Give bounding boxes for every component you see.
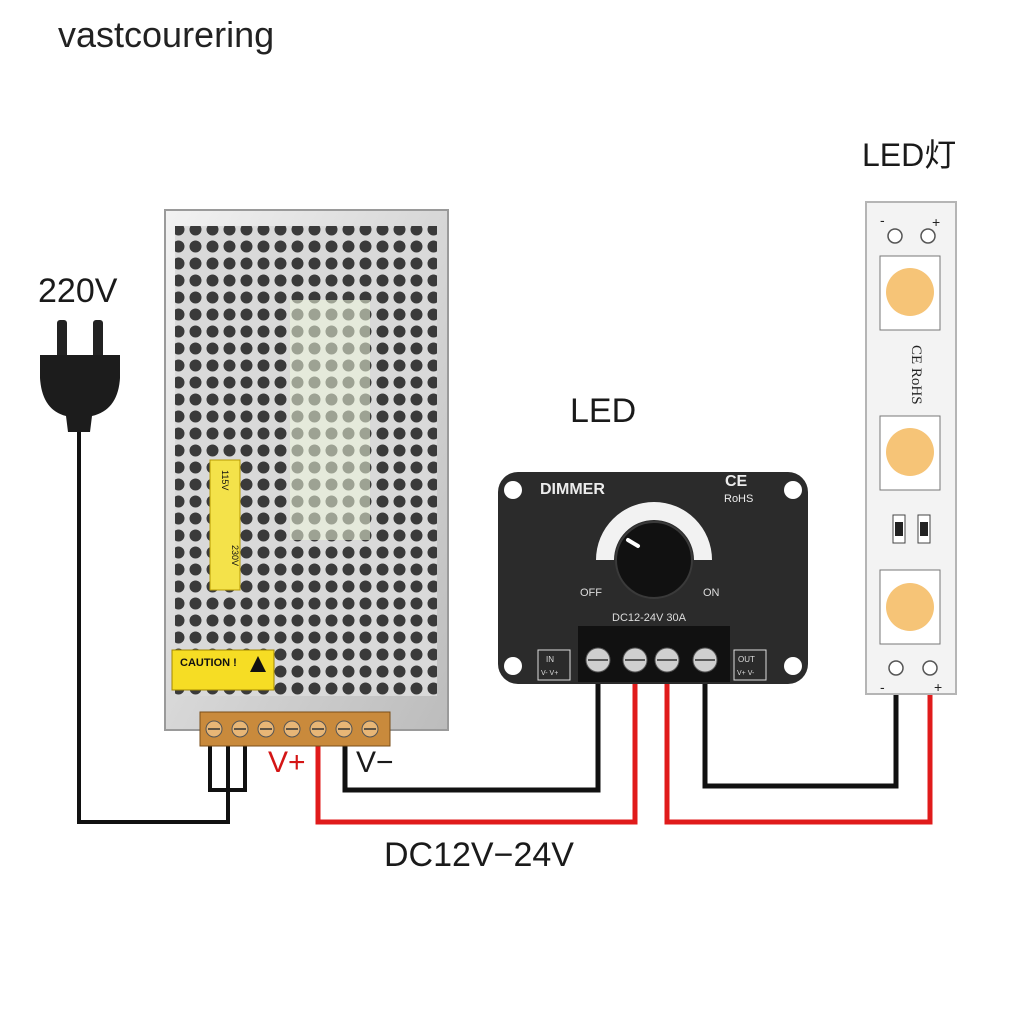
led-chip [879, 255, 941, 331]
v-plus-label: V+ [268, 746, 306, 779]
svg-text:115V: 115V [220, 470, 230, 490]
dimmer-to-strip-red-wire [664, 678, 933, 825]
power-plug-icon [40, 320, 120, 432]
psu-to-dimmer-black-wire [342, 680, 601, 793]
on-label: ON [703, 587, 720, 599]
dc-range-label: DC12V−24V [384, 836, 574, 874]
power-supply-unit: CAUTION ! 115V 230V [164, 209, 449, 747]
ce-mark: CE [725, 473, 748, 490]
out-terminals: V+ V- [737, 670, 755, 677]
strip-minus-top: - [880, 212, 885, 228]
resistor [892, 514, 906, 544]
led-chip [879, 569, 941, 645]
strip-plus-bottom: + [934, 679, 942, 695]
switch-voltage-label: 115V 230V [220, 470, 240, 566]
strip-plus-top: + [932, 214, 940, 230]
mains-wire [77, 430, 247, 824]
in-terminals: V- V+ [541, 670, 558, 677]
led-strip: - + CE RoHS - + [865, 201, 957, 695]
in-label: IN [546, 655, 554, 664]
strip-minus-bottom: - [880, 679, 885, 695]
dimmer-title-label: LED [570, 392, 637, 430]
dimmer-knob[interactable] [615, 521, 693, 599]
off-label: OFF [580, 587, 602, 599]
psu-to-dimmer-red-wire [315, 680, 638, 825]
svg-text:230V: 230V [230, 545, 240, 566]
dimmer-name: DIMMER [540, 481, 605, 498]
svg-text:CAUTION !: CAUTION ! [180, 657, 237, 669]
led-strip-title-label: LED灯 [862, 137, 957, 173]
led-dimmer-unit: DIMMER CE RoHS OFF ON DC12-24V 30A IN V-… [498, 472, 808, 684]
out-label: OUT [738, 655, 755, 664]
brightness-arc [596, 502, 712, 560]
v-minus-label: V− [356, 746, 394, 779]
ce-rohs-mark: CE RoHS [908, 345, 924, 405]
dimmer-rating: DC12-24V 30A [612, 612, 687, 624]
caution-label: CAUTION ! [171, 649, 275, 691]
psu-terminal-block [199, 711, 391, 747]
dimmer-to-strip-black-wire [702, 678, 899, 789]
mains-voltage-label: 220V [38, 272, 118, 310]
led-chip [879, 415, 941, 491]
rohs-mark: RoHS [724, 493, 753, 505]
brand-watermark: vastcourering [58, 14, 275, 55]
resistor [917, 514, 931, 544]
